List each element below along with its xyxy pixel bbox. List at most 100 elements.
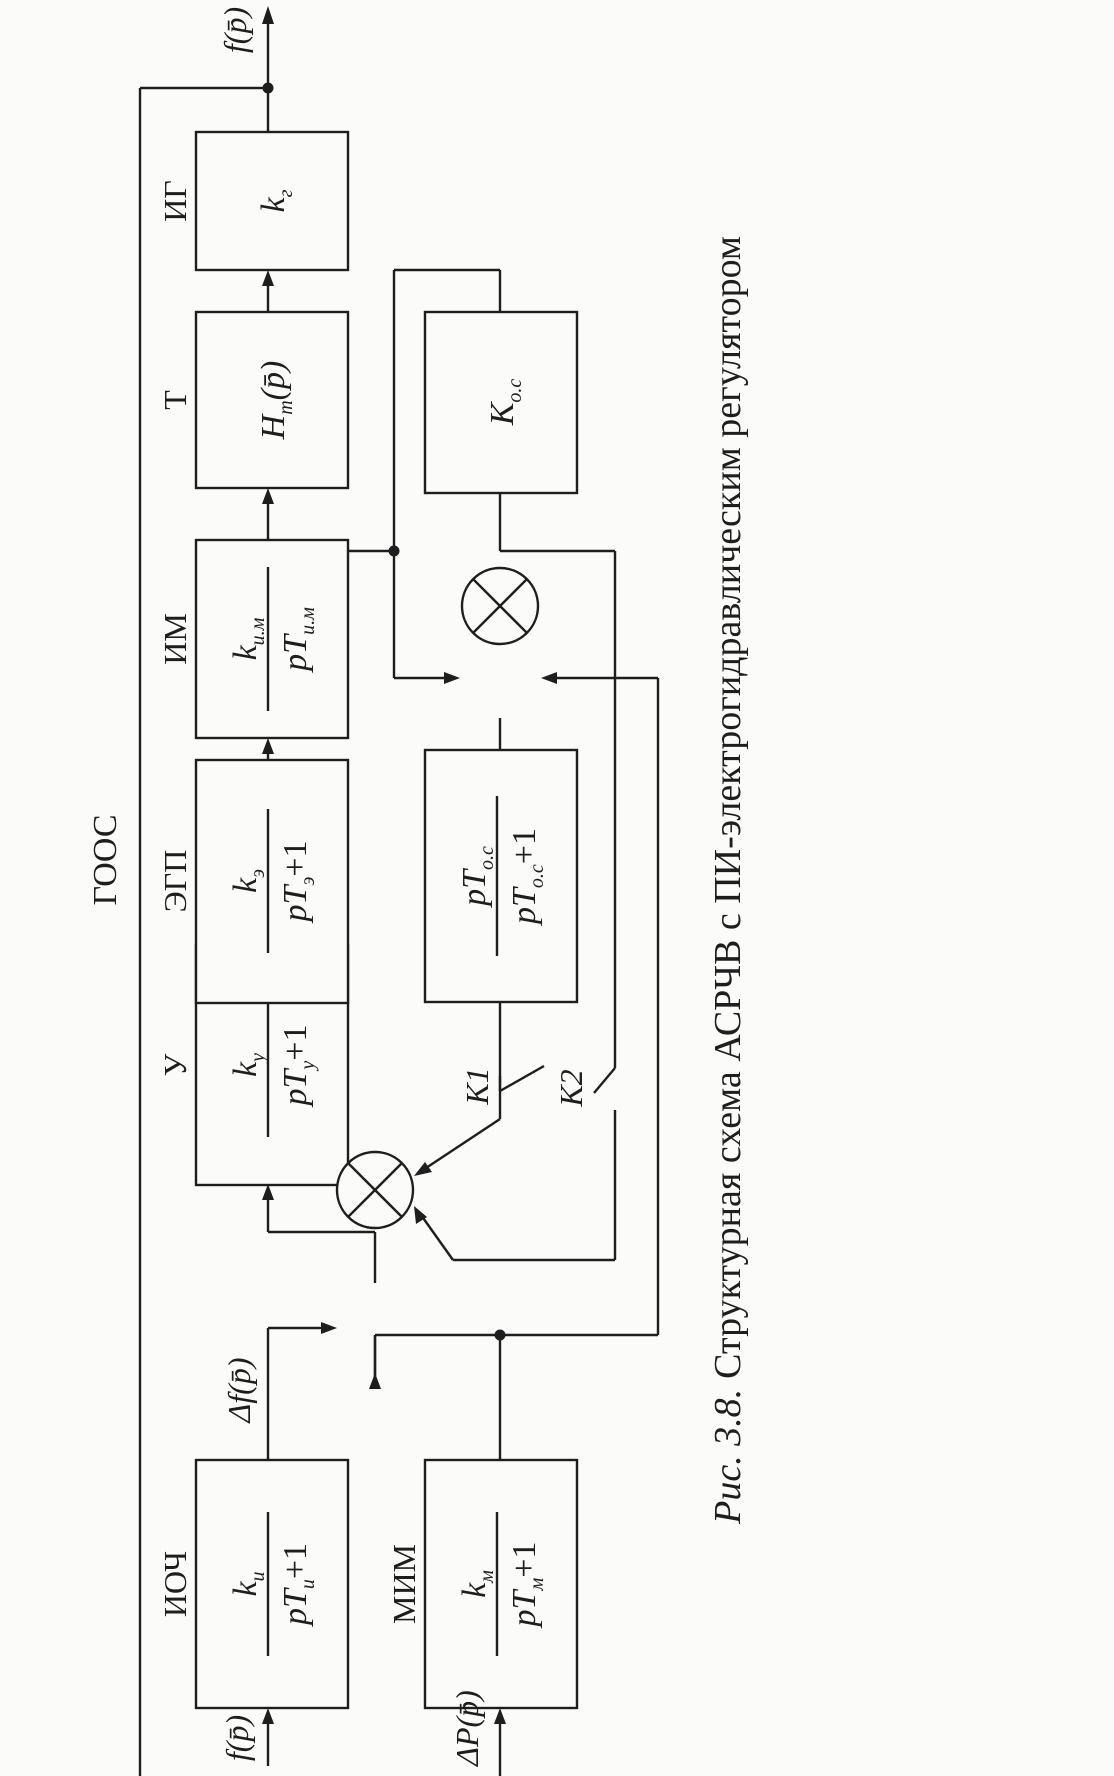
block-t	[194, 310, 350, 490]
im-num: k	[227, 644, 264, 660]
ocf-num-sub: о.с	[476, 846, 498, 870]
label-t: Т	[157, 390, 193, 410]
ocf-den-sub: о.с	[526, 864, 548, 888]
block-mim-tf: kм pTм+1	[456, 1512, 548, 1656]
svg-text:pTу+1: pTу+1	[277, 1025, 319, 1108]
ocf-den-tail: +1	[506, 828, 543, 864]
label-egp: ЭГП	[157, 850, 193, 913]
arrow-into-sum2-bottom	[541, 672, 557, 684]
svg-text:pTм+1: pTм+1	[506, 1542, 548, 1629]
label-mim: МИМ	[386, 1544, 422, 1624]
svg-text:kм: kм	[456, 1570, 498, 1598]
egp-den-tail: +1	[277, 841, 314, 877]
mim-den-tail: +1	[506, 1542, 543, 1578]
arrow-into-u	[262, 1184, 274, 1200]
arrow-into-sum2-top	[444, 672, 460, 684]
block-ig-tf: kг	[255, 189, 297, 212]
egp-num: k	[227, 877, 264, 893]
arrow-into-ig	[262, 270, 274, 286]
ig-main-sub: г	[275, 189, 297, 197]
t-main-tail: (p̄)	[255, 361, 292, 401]
arrow-into-mim	[494, 1708, 506, 1724]
svg-text:pTо.с+1: pTо.с+1	[506, 828, 548, 926]
im-den-sub: и.м	[297, 607, 319, 635]
caption-prefix: Рис. 3.8.	[707, 1389, 749, 1525]
wire-k2-diag	[420, 1214, 454, 1261]
svg-text:pTи+1: pTи+1	[277, 1543, 319, 1627]
ioch-den-sub: и	[297, 1579, 319, 1589]
signal-input-dp: ΔP(p̄)	[449, 1690, 485, 1768]
label-u: У	[157, 1053, 193, 1076]
arrow-into-sum1-top	[321, 1322, 337, 1334]
svg-text:Hт(p̄): Hт(p̄)	[255, 361, 297, 441]
u-den: pT	[277, 1068, 314, 1108]
block-ioch	[194, 1458, 350, 1710]
koc-main-sub: о.с	[504, 379, 526, 403]
arrow-into-im	[262, 738, 274, 754]
label-ig: ИГ	[157, 180, 193, 222]
block-egp-tf: kэ pTэ+1	[227, 809, 319, 953]
label-im: ИМ	[157, 613, 193, 665]
ioch-den: pT	[277, 1587, 314, 1627]
block-t-tf: Hт(p̄)	[255, 361, 297, 441]
svg-text:kэ: kэ	[227, 869, 269, 893]
svg-text:kу: kу	[227, 1053, 269, 1077]
signal-output-f: f(p̄)	[217, 7, 253, 53]
svg-text:Kо.с: Kо.с	[484, 379, 526, 427]
svg-text:kи.м: kи.м	[227, 617, 269, 660]
summer-main	[335, 1150, 415, 1230]
label-ioch: ИОЧ	[157, 1551, 193, 1617]
block-ioch-tf: kи pTи+1	[227, 1512, 319, 1656]
figure-caption: Рис. 3.8. Структурная схема АСРЧВ с ПИ-эл…	[707, 236, 749, 1525]
arrow-into-sum1-bottom	[369, 1373, 381, 1389]
svg-text:kи: kи	[227, 1571, 269, 1596]
arrow-into-t	[262, 488, 274, 504]
wire-k2-switch	[593, 1067, 616, 1094]
u-num-sub: у	[247, 1053, 269, 1064]
koc-main: K	[484, 400, 521, 426]
block-im-tf: kи.м pTи.м	[227, 567, 319, 711]
ioch-num-sub: и	[247, 1571, 269, 1581]
block-u-tf: kу pTу+1	[227, 993, 319, 1137]
im-num-sub: и.м	[247, 617, 269, 645]
egp-num-sub: э	[247, 869, 269, 878]
arrow-into-sum1-left	[414, 1162, 432, 1176]
signal-input-f: f(p̄)	[219, 1715, 255, 1761]
arrow-into-ioch	[262, 1708, 274, 1724]
mim-den: pT	[506, 1588, 543, 1628]
t-main-sub: т	[275, 400, 297, 414]
ioch-num: k	[227, 1581, 264, 1597]
ioch-den-tail: +1	[277, 1543, 314, 1579]
im-den: pT	[277, 633, 314, 673]
svg-text:pTэ+1: pTэ+1	[277, 841, 319, 924]
u-num: k	[227, 1061, 264, 1077]
block-oc-filter	[423, 748, 579, 1004]
node-output	[262, 82, 274, 94]
egp-den-sub: э	[297, 877, 319, 886]
block-koc-tf: Kо.с	[484, 379, 526, 427]
label-k1: K1	[459, 1067, 495, 1105]
label-k2: K2	[553, 1069, 589, 1107]
ocf-den: pT	[506, 886, 543, 926]
block-mim	[423, 1458, 579, 1710]
mim-den-sub: м	[526, 1578, 548, 1592]
u-den-tail: +1	[277, 1025, 314, 1061]
svg-text:pTо.с: pTо.с	[456, 846, 498, 908]
block-egp	[194, 758, 350, 1005]
mim-num-sub: м	[476, 1570, 498, 1584]
wire-k1-switch	[499, 1064, 545, 1093]
arrow-into-sum1-right	[414, 1206, 427, 1224]
block-koc	[423, 310, 579, 495]
ocf-num: pT	[456, 868, 493, 908]
ig-main: k	[255, 196, 292, 212]
caption-text: Структурная схема АСРЧВ с ПИ-электрогидр…	[707, 236, 749, 1379]
label-gooc: ГООС	[87, 814, 124, 905]
signal-delta-f: Δf(p̄)	[221, 1358, 257, 1425]
mim-num: k	[456, 1582, 493, 1598]
block-im	[194, 538, 350, 740]
block-oc-filter-tf: pTо.с pTо.с+1	[456, 796, 548, 956]
block-ig	[194, 130, 350, 272]
arrow-output	[262, 6, 274, 24]
